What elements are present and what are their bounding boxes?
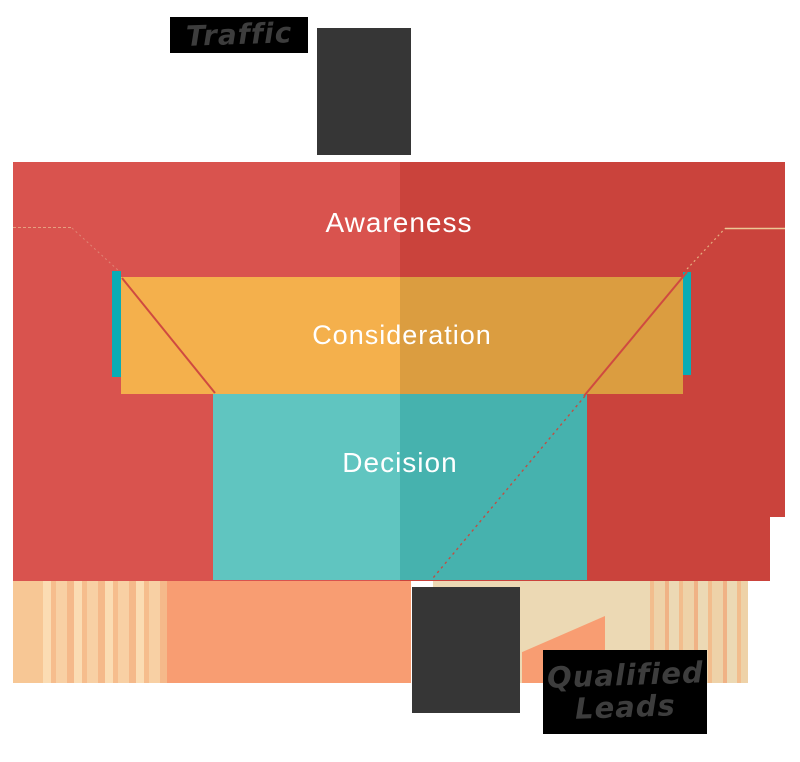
background-notch [770,517,786,582]
traffic-label-box: Traffic [170,15,308,53]
bottom-strip-striped [43,581,167,683]
stage-decision-band: Decision [213,394,587,580]
stage-consideration-band: Consideration [121,277,683,394]
stage-awareness-label: Awareness [325,207,473,238]
accent-bar-right [683,272,691,375]
qualified-leads-label-line2: Leads [574,688,676,726]
bottom-strip-peach [13,581,43,683]
stage-decision-label: Decision [342,447,458,478]
qualified-leads-label-box: Qualified Leads [543,650,707,734]
accent-bar-left [112,271,121,377]
stage-decision-labelrow: Decision [213,446,587,480]
leads-outflow-block [412,587,520,713]
traffic-label: Traffic [185,15,293,53]
traffic-inflow-block [317,28,411,155]
stage-consideration-label: Consideration [312,320,492,350]
bottom-strip-orange [167,581,411,683]
stage-awareness-labelrow: Awareness [13,207,785,239]
